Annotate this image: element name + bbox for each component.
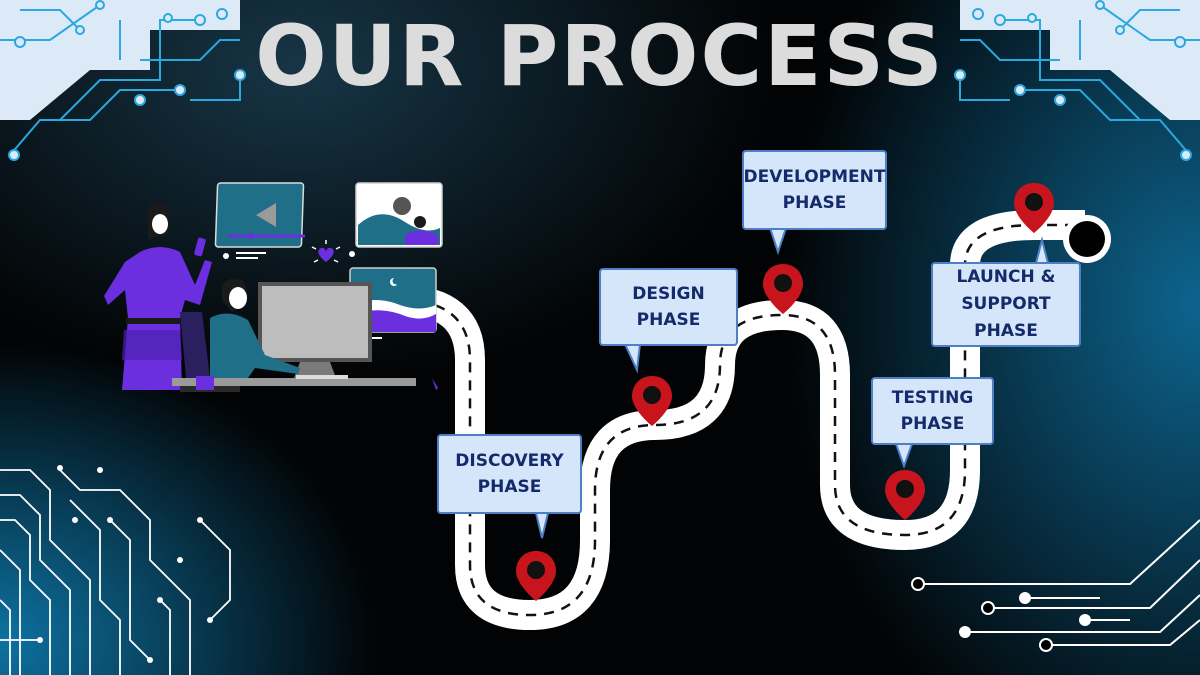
finish-flag-circle-icon <box>1063 215 1111 263</box>
phase-label-line3: PHASE <box>974 321 1038 342</box>
phase-label-line2: PHASE <box>782 193 847 213</box>
team-illustration <box>104 182 443 392</box>
phase-box-launch-support: LAUNCH & SUPPORT PHASE <box>931 262 1081 347</box>
seated-person-at-desk <box>172 278 438 392</box>
location-pin-icon-discovery <box>516 551 556 601</box>
phase-box-discovery: DISCOVERY PHASE <box>437 434 582 514</box>
phase-box-development: DEVELOPMENT PHASE <box>742 150 887 230</box>
standing-person <box>104 202 212 390</box>
video-card <box>214 182 305 248</box>
phase-label-line2: PHASE <box>900 414 965 434</box>
phase-label-line1: TESTING <box>891 387 974 408</box>
phase-box-testing: TESTING PHASE <box>871 377 994 445</box>
circuit-decoration-bottom-right <box>911 519 1200 652</box>
phase-label-line1: DISCOVERY <box>455 450 564 471</box>
location-pin-icon-testing <box>885 470 925 520</box>
page-title: OUR PROCESS <box>255 7 945 105</box>
circuit-decoration-bottom-left <box>0 465 231 675</box>
phase-box-design: DESIGN PHASE <box>599 268 738 346</box>
circuit-decoration-top-right <box>954 0 1200 161</box>
phase-label-line1: LAUNCH & <box>956 266 1056 287</box>
phase-label-line1: DESIGN PHASE <box>632 283 705 330</box>
circuit-decoration-top-left <box>0 0 246 161</box>
phase-label-line2: SUPPORT <box>961 293 1051 314</box>
phase-label-line2: PHASE <box>477 477 542 497</box>
image-icon <box>355 182 443 248</box>
phase-label-line1: DEVELOPMENT <box>743 166 886 187</box>
road-path <box>399 210 1085 630</box>
heart-icon <box>311 240 341 263</box>
play-icon <box>256 203 276 227</box>
